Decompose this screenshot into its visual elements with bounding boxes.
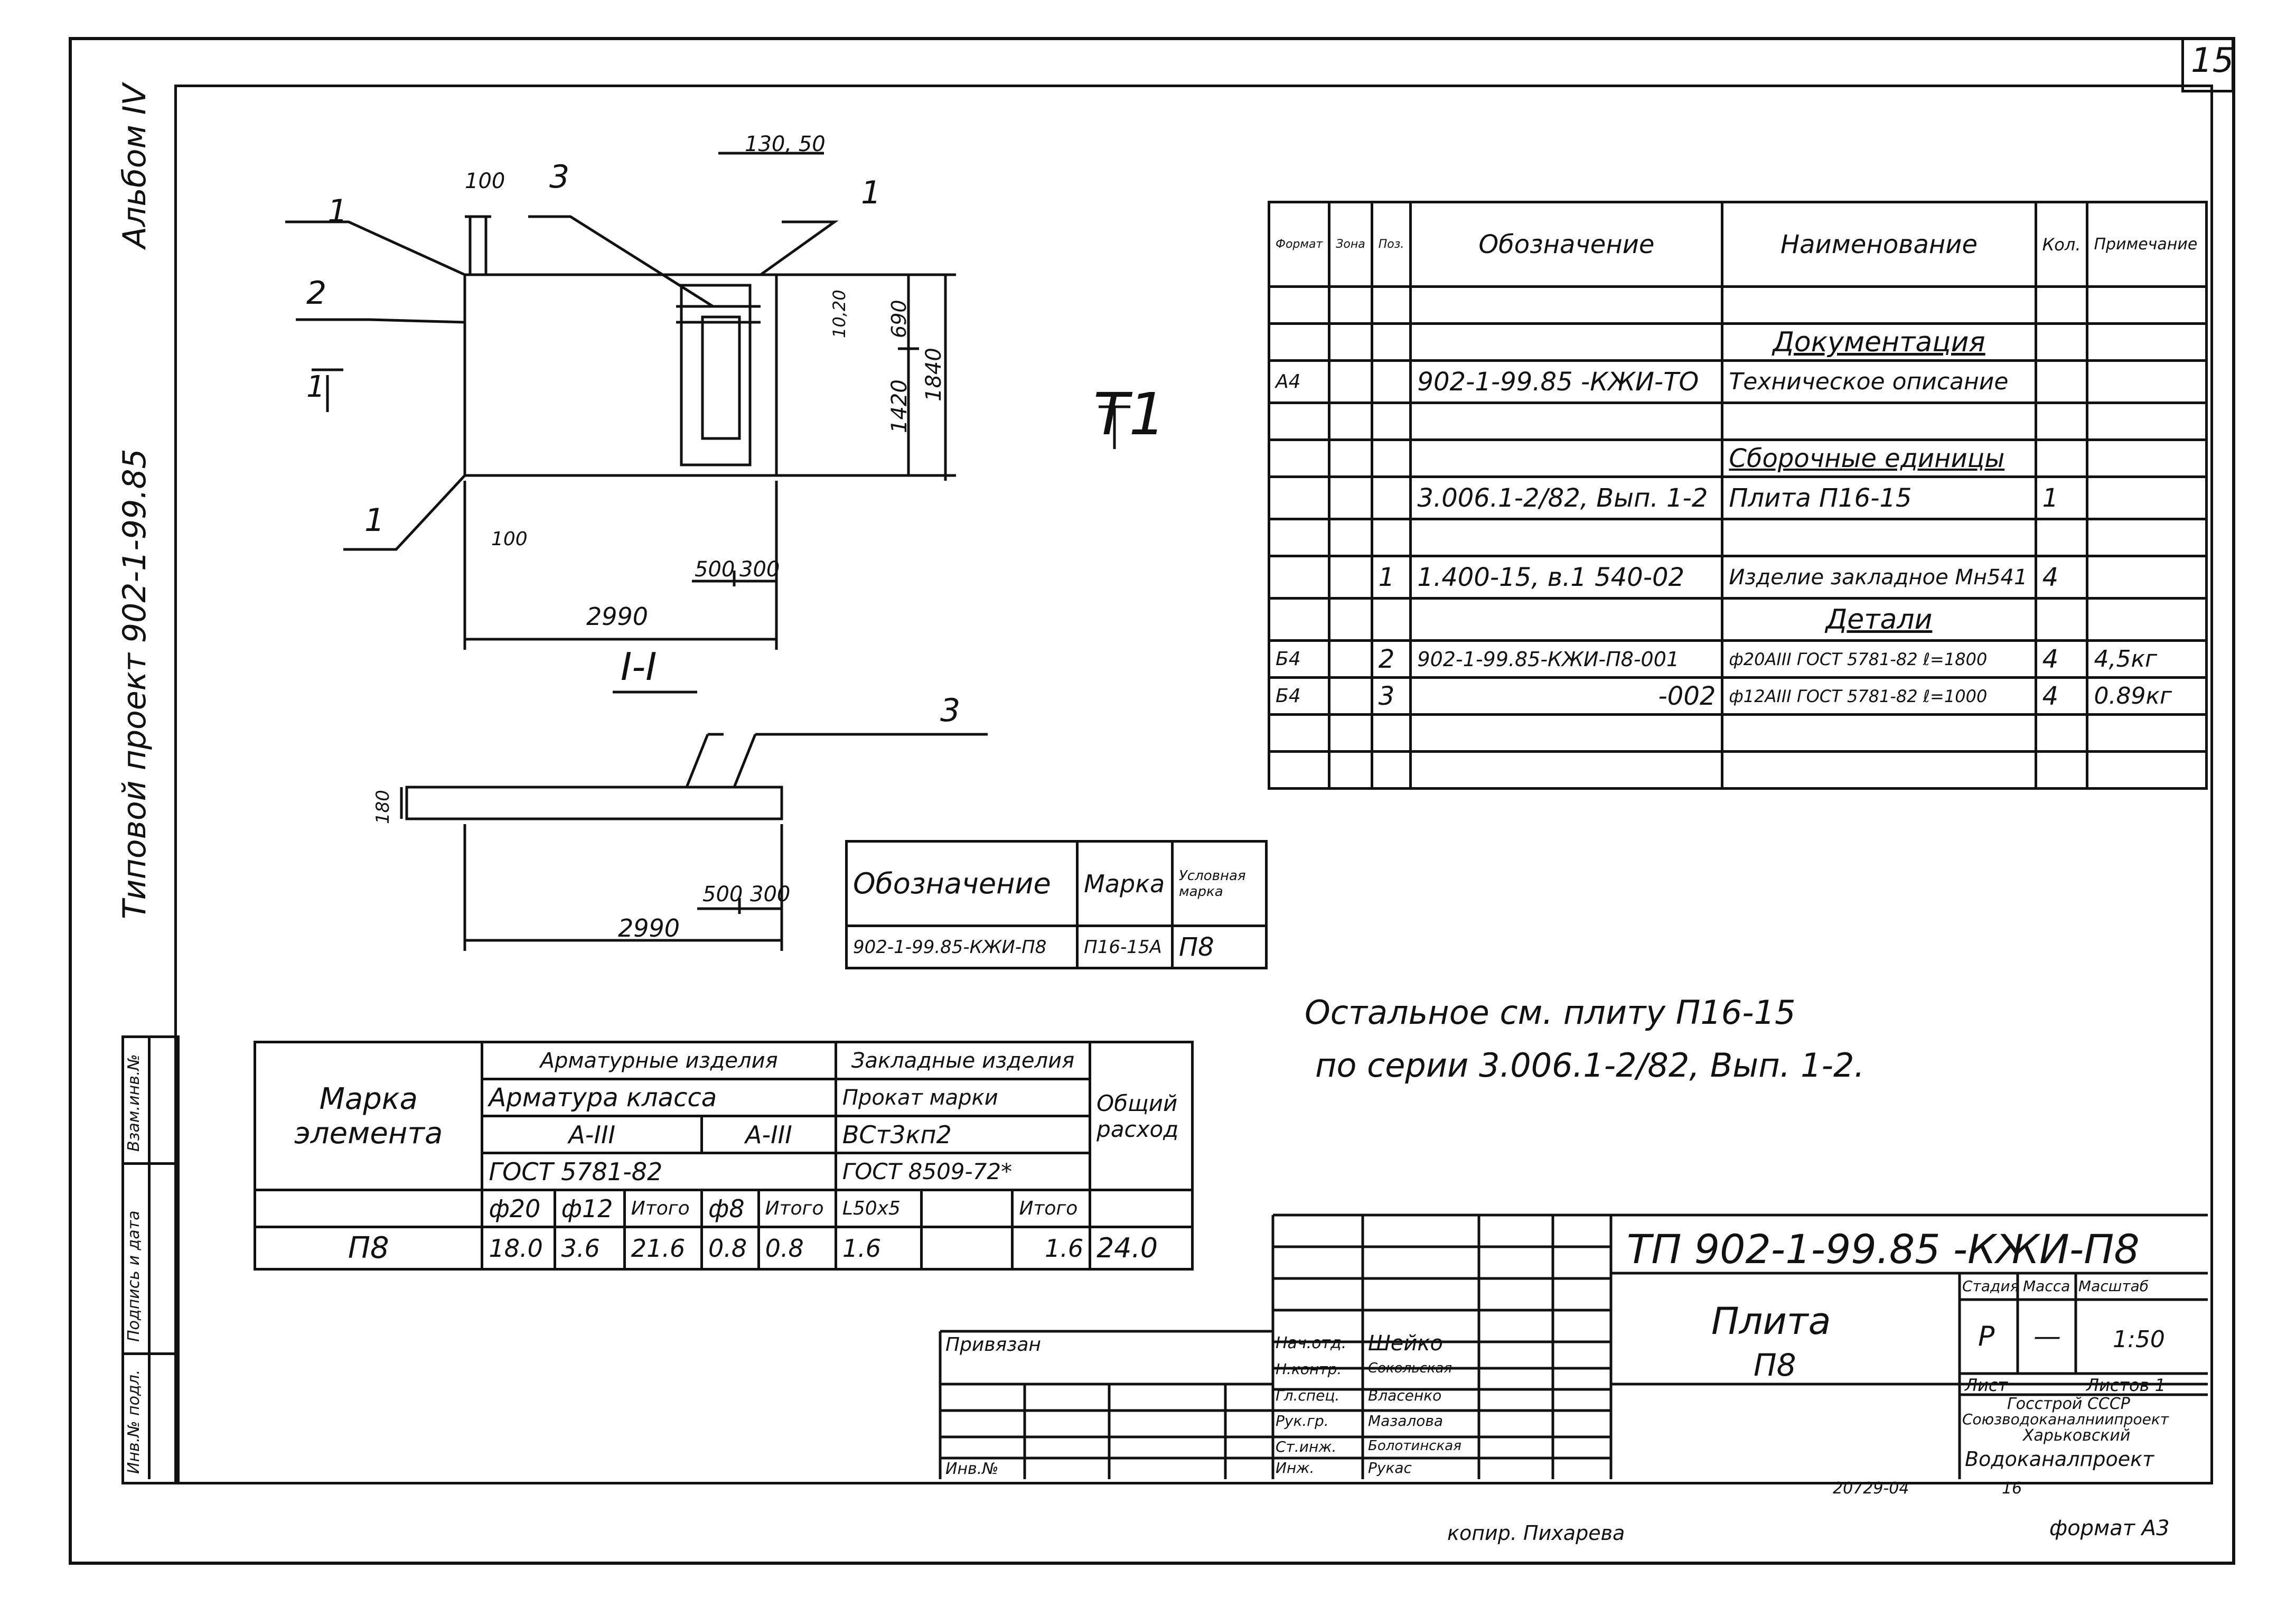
- note-line-1: Остальное см. плиту П16-15: [1305, 993, 1796, 1032]
- mass-header: Масса: [2023, 1277, 2070, 1295]
- signer-role-3: Гл.спец.: [1276, 1387, 1340, 1404]
- signer-role-6: Инж.: [1276, 1459, 1315, 1477]
- signer-name-5: Болотинская: [1368, 1438, 1461, 1454]
- org-line-4: Водоканалпроект: [1965, 1447, 2154, 1471]
- dim-2990: 2990: [586, 602, 649, 631]
- signer-role-5: Ст.инж.: [1276, 1438, 1337, 1455]
- sheet-number-box: [2181, 37, 2234, 92]
- scale-value: 1:50: [2113, 1326, 2165, 1353]
- steel-row-p8: П8 18.0 3.6 21.6 0.8 0.8 1.6 1.6 24.0: [253, 1226, 1194, 1271]
- signer-role-1: Нач.отд.: [1276, 1334, 1347, 1352]
- spec-row: [1267, 713, 2208, 753]
- sheet-number: 15: [2191, 41, 2234, 80]
- view-mark: T1: [1093, 380, 1166, 448]
- section-label: 1: [306, 370, 325, 404]
- section-title: I-I: [621, 645, 657, 689]
- steel-table: Марка элемента Арматурные изделия Заклад…: [253, 1041, 1194, 1300]
- dim-top-130-50: 130, 50: [745, 132, 826, 156]
- spec-row: [1267, 401, 2208, 441]
- mass-value: —: [2033, 1321, 2061, 1352]
- signer-name-3: Власенко: [1368, 1387, 1442, 1404]
- spec-h-zone: Зона: [1328, 201, 1373, 288]
- dim-300: 300: [739, 557, 780, 582]
- dim-690: 690: [887, 300, 911, 338]
- spec-h-note: Примечание: [2086, 201, 2208, 288]
- signer-name-4: Мазалова: [1368, 1412, 1444, 1430]
- callout-2: 2: [306, 275, 327, 312]
- sheets-header: Листов 1: [2086, 1375, 2166, 1395]
- org-line-2: Союзводоканалниипроект: [1962, 1411, 2169, 1428]
- inv-label: Инв.№: [945, 1460, 999, 1478]
- signer-role-4: Рук.гр.: [1276, 1412, 1329, 1430]
- copier-caption: копир. Пихарева: [1447, 1521, 1625, 1545]
- item-name-2: П8: [1754, 1347, 1796, 1383]
- spec-row: Сборочные единицы: [1267, 438, 2208, 478]
- steel-emb-header: Закладные изделия: [834, 1041, 1092, 1080]
- signer-name-2: Сокольская: [1368, 1360, 1452, 1376]
- dim-top-100: 100: [465, 169, 505, 193]
- spec-table: Формат Зона Поз. Обозначение Наименовани…: [1267, 201, 2208, 790]
- side-stamp-col: [121, 1035, 180, 1484]
- format-caption: формат А3: [2049, 1516, 2170, 1540]
- dim-180: 180: [372, 790, 393, 824]
- note-line-2: по серии 3.006.1-2/82, Вып. 1-2.: [1315, 1046, 1865, 1085]
- stage-header: Стадия: [1962, 1277, 2019, 1295]
- section-dim-500: 500: [702, 882, 743, 907]
- dim-500: 500: [695, 557, 735, 582]
- dim-bottom-100: 100: [491, 528, 528, 550]
- callout-3: 3: [549, 158, 570, 195]
- org-line-1: Госстрой СССР: [2007, 1395, 2130, 1413]
- plan-slab: [463, 273, 778, 477]
- spec-h-pos: Поз.: [1370, 201, 1412, 288]
- callout-1c: 1: [364, 502, 385, 539]
- steel-total-header: Общий расход: [1089, 1041, 1194, 1191]
- mark-table: Обозначение Марка Условная марка 902-1-9…: [845, 840, 1268, 969]
- spec-h-format: Формат: [1267, 201, 1331, 288]
- spec-row: [1267, 750, 2208, 790]
- spec-row: [1267, 518, 2208, 557]
- inner-frame: [174, 85, 2213, 1484]
- privyazan-label: Привязан: [945, 1334, 1041, 1356]
- bottom-16: 16: [2002, 1479, 2022, 1498]
- stage-value: Р: [1978, 1321, 1995, 1352]
- sheet-header: Лист: [1965, 1375, 2008, 1395]
- outer-frame: [69, 37, 2235, 1565]
- dim-10-20: 10,20: [829, 289, 849, 338]
- spec-h-qty: Кол.: [2034, 201, 2089, 288]
- dim-1420: 1420: [887, 379, 912, 433]
- scale-header: Масштаб: [2078, 1277, 2149, 1295]
- bottom-number: 20729-04: [1833, 1479, 1909, 1498]
- callout-1b: 1: [861, 174, 882, 211]
- signer-role-2: Н.контр.: [1276, 1360, 1342, 1378]
- org-line-3: Харьковский: [2023, 1426, 2131, 1445]
- steel-arm-header: Арматурные изделия: [481, 1041, 837, 1080]
- item-name-1: Плита: [1711, 1300, 1831, 1343]
- spec-row: Документация: [1267, 322, 2208, 362]
- callout-1a: 1: [327, 193, 348, 230]
- signer-name-6: Рукас: [1368, 1459, 1412, 1477]
- dim-1840: 1840: [922, 348, 946, 401]
- spec-row: Детали: [1267, 597, 2208, 642]
- signer-name-1: Шейко: [1368, 1331, 1444, 1356]
- doc-code: ТП 902-1-99.85 -КЖИ-П8: [1627, 1226, 2140, 1273]
- section-dim-300: 300: [750, 882, 791, 907]
- spec-row: [1267, 285, 2208, 325]
- spec-header-row: Формат Зона Поз. Обозначение Наименовани…: [1267, 201, 2208, 288]
- steel-mark-header: Марка элемента: [253, 1041, 484, 1191]
- spec-h-designation: Обозначение: [1409, 201, 1724, 288]
- section-dim-2990: 2990: [618, 914, 680, 942]
- section-callout-3: 3: [940, 692, 961, 729]
- section-slab: [405, 786, 783, 820]
- spec-h-name: Наименование: [1721, 201, 2037, 288]
